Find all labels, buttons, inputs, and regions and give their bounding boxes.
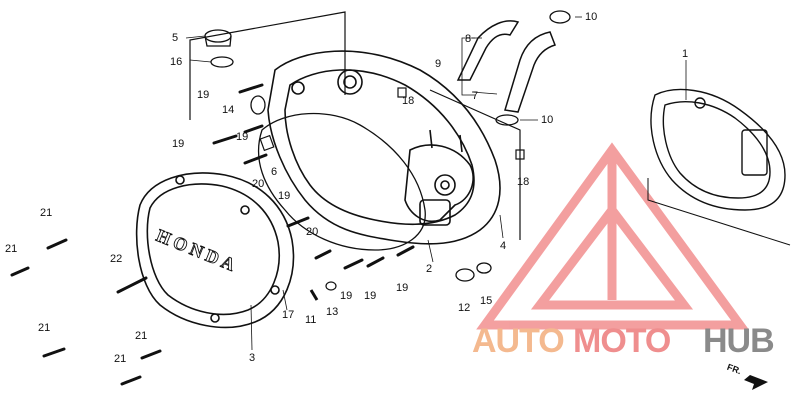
inner-case-icon (267, 50, 501, 245)
callout-17: 17 (282, 309, 295, 321)
watermark-hub: HUB (703, 322, 775, 360)
callout-21: 21 (40, 207, 53, 219)
callout-20: 20 (306, 226, 319, 238)
front-arrow-icon (744, 375, 768, 390)
callout-9: 9 (435, 58, 442, 70)
o-ring-icon (210, 56, 234, 68)
callout-15: 15 (480, 295, 493, 307)
oil-seal-icon (250, 95, 266, 115)
dowel-pin-icon (515, 149, 525, 160)
watermark-auto: AUTO (472, 322, 565, 360)
washer-icon (325, 281, 337, 291)
callout-18: 18 (402, 95, 415, 107)
callout-21: 21 (38, 322, 51, 334)
callout-16: 16 (170, 56, 183, 68)
callout-5: 5 (172, 32, 179, 44)
callout-19: 19 (172, 138, 185, 150)
cover-logo: HONDA (154, 225, 242, 276)
callout-7: 7 (472, 90, 479, 102)
callout-21: 21 (135, 330, 148, 342)
bracket-8-7 (461, 37, 475, 96)
callout-2: 2 (426, 263, 433, 275)
callout-19: 19 (364, 290, 377, 302)
callout-19: 19 (197, 89, 210, 101)
oil-filler-cap-icon (204, 29, 232, 47)
crankcase-icon (650, 88, 786, 211)
callout-4: 4 (500, 240, 507, 252)
bolt-icon (309, 289, 319, 301)
callout-22: 22 (110, 253, 123, 265)
gasket-icon (257, 112, 426, 251)
clutch-cover-icon (135, 172, 295, 329)
callout-21: 21 (114, 353, 127, 365)
watermark-moto: MOTO (573, 322, 671, 360)
callout-21: 21 (5, 243, 18, 255)
callout-11: 11 (305, 314, 317, 326)
callout-19: 19 (396, 282, 409, 294)
callout-20: 20 (252, 178, 265, 190)
callout-13: 13 (326, 306, 339, 318)
bracket-icon (259, 134, 275, 152)
callout-19: 19 (340, 290, 353, 302)
callout-1: 1 (682, 48, 689, 60)
callout-10: 10 (585, 11, 598, 23)
dowel-pin-icon (397, 87, 407, 98)
watermark-logo-icon (476, 142, 749, 330)
plug-icon (455, 268, 475, 282)
leader-lines (185, 16, 687, 351)
bolt-icon (10, 83, 415, 386)
callout-12: 12 (458, 302, 471, 314)
callout-3: 3 (249, 352, 256, 364)
clamp-icon (495, 10, 571, 126)
callout-19: 19 (236, 131, 249, 143)
callout-10: 10 (541, 114, 554, 126)
callout-8: 8 (465, 33, 472, 45)
callout-18: 18 (517, 176, 530, 188)
frame-outline-right (429, 89, 521, 240)
frame-outline-crankcase (647, 178, 791, 246)
frame-outline (189, 11, 346, 120)
callout-19: 19 (278, 190, 291, 202)
callout-14: 14 (222, 104, 235, 116)
o-ring-icon (476, 262, 492, 274)
callout-6: 6 (271, 166, 278, 178)
hose-icon (456, 20, 556, 113)
